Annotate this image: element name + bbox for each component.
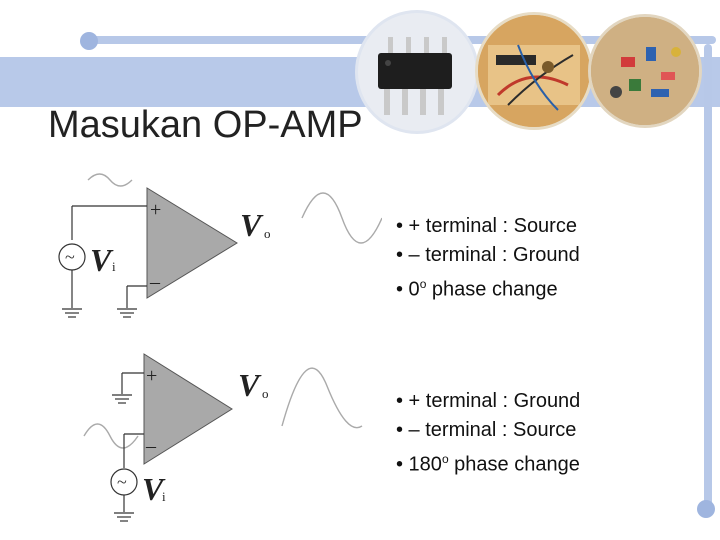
non-inverting-opamp-diagram: ~ + – V i V o xyxy=(58,173,382,318)
bullet-item: • 180o phase change xyxy=(396,452,580,476)
output-sine-wave xyxy=(281,367,363,429)
bullet-item: • + terminal : Ground xyxy=(396,390,581,412)
vi-subscript: i xyxy=(162,489,166,504)
ic-chip-photo xyxy=(355,10,479,134)
ac-source-glyph: ~ xyxy=(65,247,75,267)
opamp-triangle xyxy=(143,353,233,465)
bullet-item: • – terminal : Ground xyxy=(396,244,580,266)
bullet-list-non-inverting: • + terminal : Source • – terminal : Gro… xyxy=(396,212,580,305)
plus-terminal-label: + xyxy=(150,199,161,221)
top-decor-dot xyxy=(80,32,98,50)
vo-label: V xyxy=(240,207,264,243)
bullet-item: • – terminal : Source xyxy=(396,419,577,441)
circuit-tester-photo xyxy=(475,12,593,130)
slide-title: Masukan OP-AMP xyxy=(48,104,363,146)
input-sine-wave xyxy=(83,423,139,449)
input-sine-wave xyxy=(87,173,133,187)
inverting-opamp-diagram: ~ + – V i V o xyxy=(83,353,363,522)
vo-subscript: o xyxy=(264,226,271,241)
ground-symbol xyxy=(62,308,82,318)
minus-terminal-label: – xyxy=(149,271,161,293)
vo-label: V xyxy=(238,367,262,403)
ground-symbol xyxy=(112,394,132,404)
ground-symbol xyxy=(117,308,137,318)
bullet-list-inverting: • + terminal : Ground • – terminal : Sou… xyxy=(396,387,580,480)
output-sine-wave xyxy=(301,192,382,244)
right-decor-dot xyxy=(697,500,715,518)
opamp-triangle xyxy=(146,187,238,299)
ac-source-glyph: ~ xyxy=(117,472,127,492)
plus-terminal-label: + xyxy=(146,365,157,387)
circuit-board-photo xyxy=(588,14,702,128)
vi-label: V xyxy=(90,242,114,278)
vo-subscript: o xyxy=(262,386,269,401)
minus-terminal-label: – xyxy=(145,435,157,457)
vi-label: V xyxy=(142,471,166,507)
ground-symbol xyxy=(114,512,134,522)
bullet-item: • 0o phase change xyxy=(396,277,558,301)
bullet-item: • + terminal : Source xyxy=(396,215,577,237)
vi-subscript: i xyxy=(112,259,116,274)
right-decor-rail xyxy=(704,44,712,512)
